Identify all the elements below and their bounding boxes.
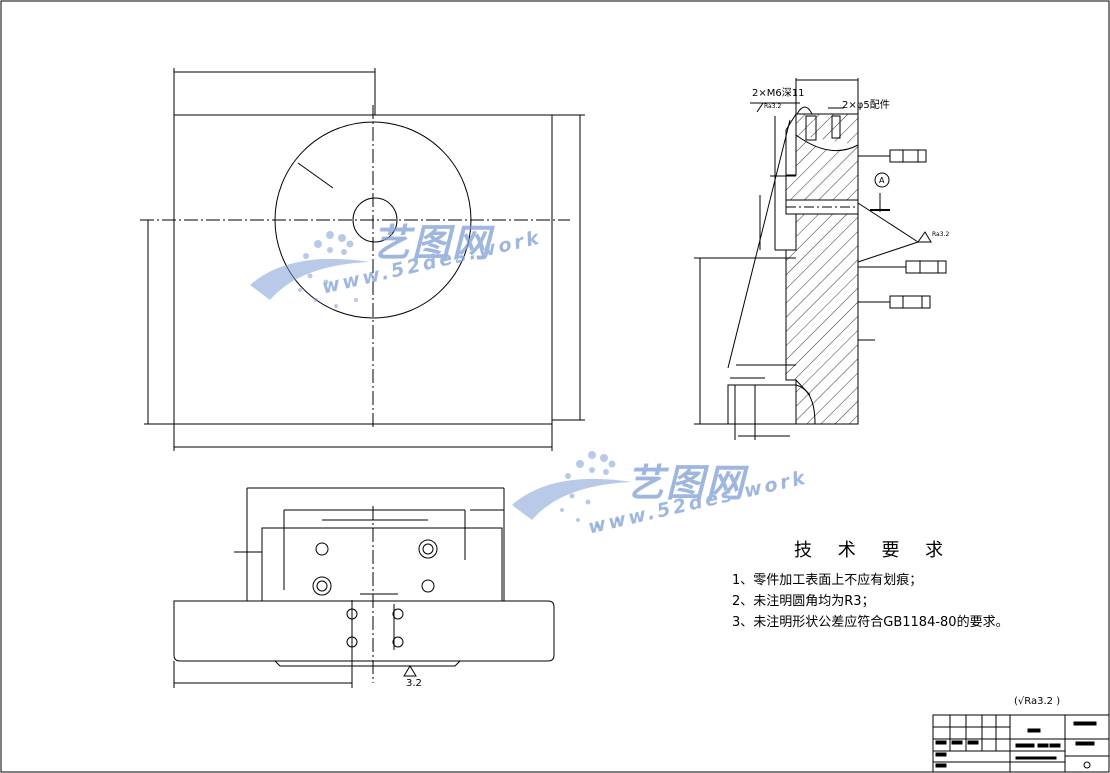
requirement-item-3: 3、未注明形状公差应符合GB1184-80的要求。 — [732, 615, 1009, 630]
roughness-right-label: Ra3.2 — [932, 231, 949, 238]
roughness-left-label: Ra3.2 — [764, 103, 781, 110]
requirement-item-2: 2、未注明圆角均为R3； — [732, 594, 875, 609]
watermark-logo-1 — [250, 231, 370, 308]
global-roughness-value: Ra3.2 — [1024, 696, 1054, 707]
bottom-roughness-label: 3.2 — [406, 678, 422, 689]
top-view — [173, 487, 555, 688]
pin-note: 2×φ5配件 — [842, 99, 890, 111]
side-section-view — [694, 78, 947, 440]
requirement-item-1: 1、零件加工表面上不应有划痕； — [732, 573, 923, 588]
technical-requirements: 技 术 要 求 1、零件加工表面上不应有划痕； 2、未注明圆角均为R3； 3、未… — [728, 536, 1088, 633]
global-roughness-note: (√Ra3.2 ) — [1014, 696, 1061, 707]
technical-requirements-title: 技 术 要 求 — [794, 540, 954, 561]
datum-label: A — [879, 176, 885, 185]
hole-note-top: 2×M6深11 — [752, 87, 804, 99]
watermark-logo-2 — [512, 451, 632, 528]
title-block — [932, 714, 1110, 773]
front-view — [140, 68, 585, 451]
